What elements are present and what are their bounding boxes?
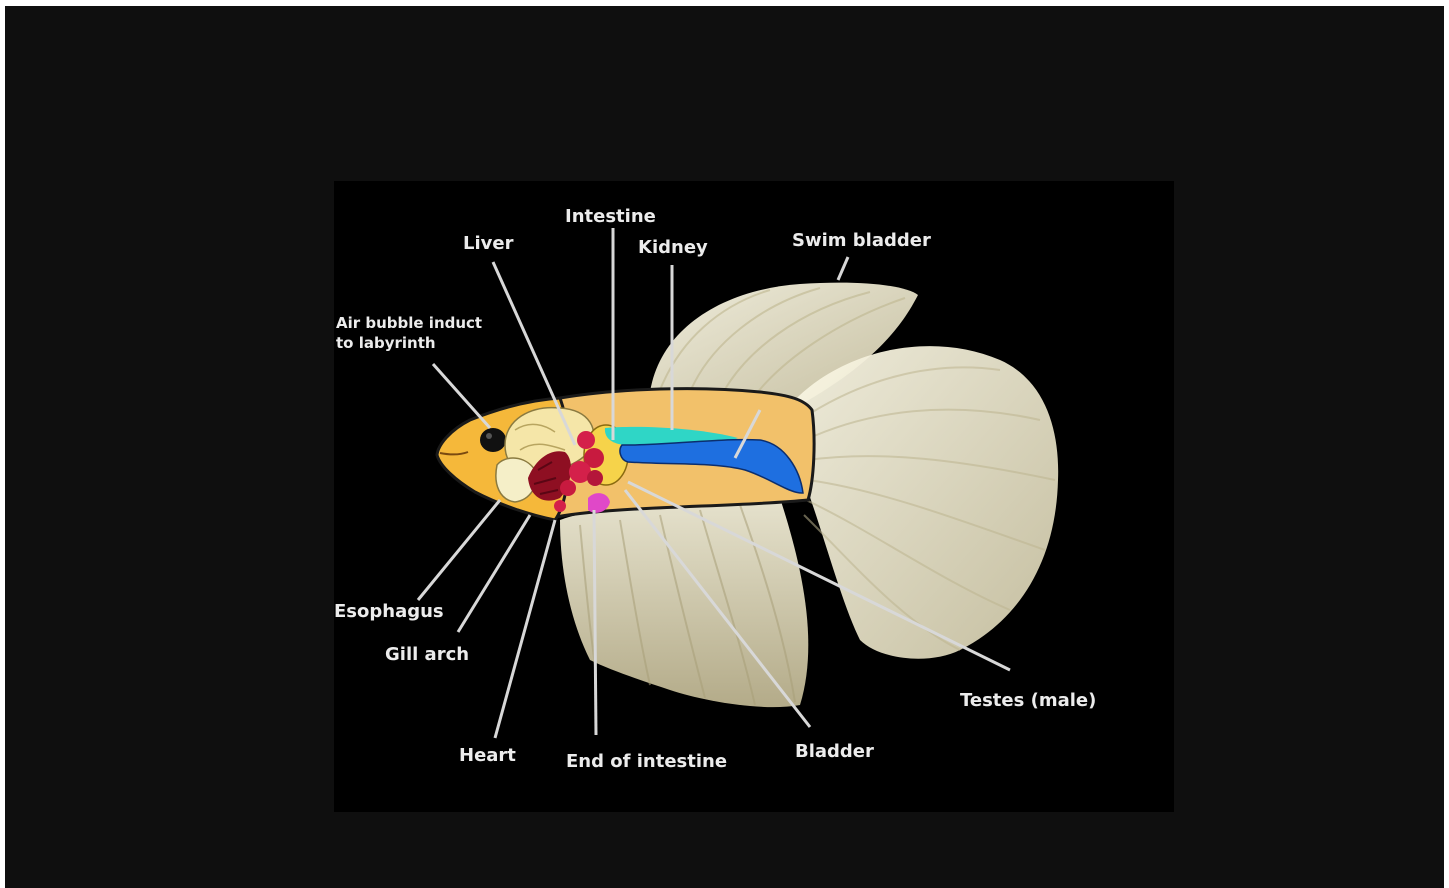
- label-esophagus: Esophagus: [334, 602, 444, 622]
- label-heart: Heart: [459, 746, 516, 766]
- label-liver: Liver: [463, 234, 513, 254]
- label-testes: Testes (male): [960, 691, 1096, 711]
- label-intestine: Intestine: [565, 207, 656, 227]
- label-end-of-intestine: End of intestine: [566, 752, 727, 772]
- label-gill-arch: Gill arch: [385, 645, 469, 665]
- label-bladder: Bladder: [795, 742, 874, 762]
- label-air-bubble-line2: to labyrinth: [336, 333, 436, 353]
- label-kidney: Kidney: [638, 238, 708, 258]
- label-air-bubble-line1: Air bubble induct: [336, 313, 482, 333]
- label-swim-bladder: Swim bladder: [792, 231, 931, 251]
